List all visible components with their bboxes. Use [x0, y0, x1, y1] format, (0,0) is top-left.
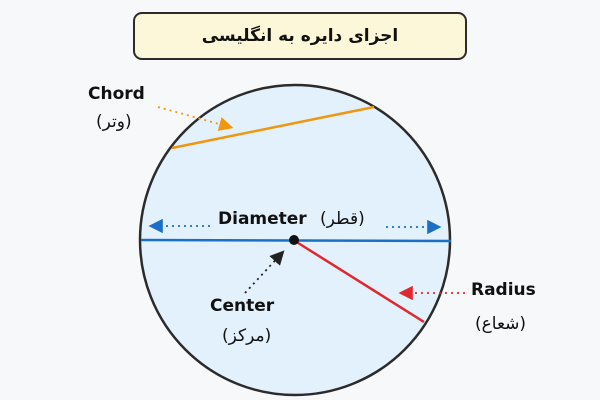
chord-line: [171, 105, 375, 150]
center-label-fa: (مرکز): [222, 326, 272, 346]
center-label: Center: [210, 296, 275, 316]
diameter-label: Diameter: [218, 209, 307, 229]
chord-label-fa: (وتر): [96, 112, 132, 132]
chord-pointer-arrow: [157, 106, 234, 132]
radius-label: Radius: [471, 280, 536, 300]
chord-label: Chord: [88, 84, 145, 104]
center-point: [289, 235, 299, 245]
page-title: اجزای دایره به انگلیسی: [201, 26, 399, 46]
title-box: اجزای دایره به انگلیسی: [133, 12, 467, 60]
diameter-label-fa: (قطر): [320, 209, 365, 229]
radius-label-fa: (شعاع): [475, 314, 527, 334]
radius-line: [294, 239, 425, 324]
